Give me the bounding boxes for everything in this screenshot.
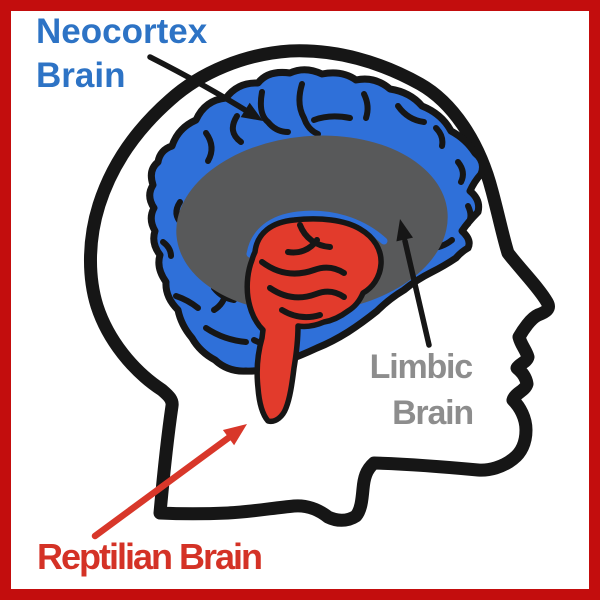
neocortex-label-line2: Brain bbox=[36, 56, 125, 95]
limbic-label-line1: Limbic bbox=[370, 348, 473, 386]
neocortex-arrow bbox=[147, 54, 263, 121]
reptilian-arrow bbox=[91, 424, 247, 540]
neocortex-label-line1: Neocortex bbox=[36, 12, 208, 51]
limbic-label-line2: Brain bbox=[392, 394, 473, 432]
limbic-arrow bbox=[396, 219, 432, 348]
fornix-blue-arc bbox=[246, 210, 388, 258]
reptilian-fold-lines bbox=[259, 222, 347, 321]
reptilian-label: Reptilian Brain bbox=[37, 536, 261, 577]
